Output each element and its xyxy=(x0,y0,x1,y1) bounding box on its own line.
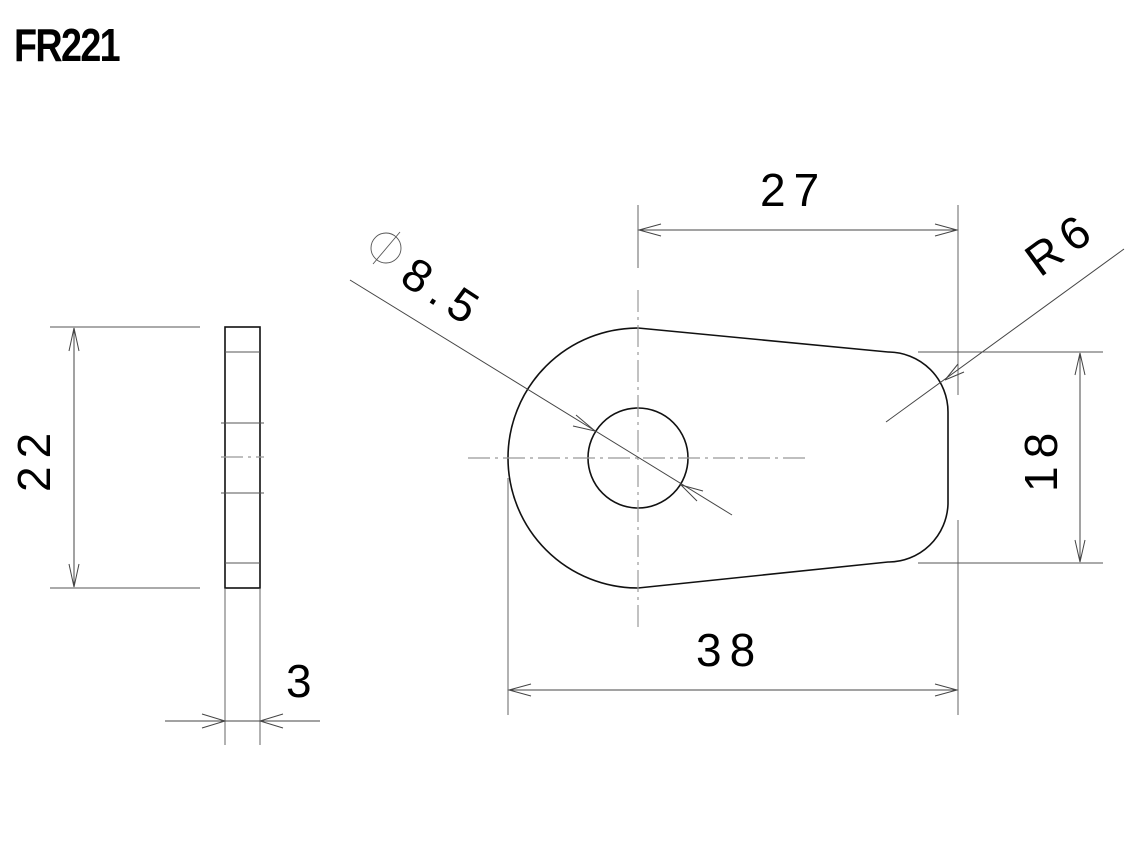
radius-leader-line xyxy=(885,248,1125,423)
arrowhead-icon xyxy=(637,223,662,237)
arrowhead-icon xyxy=(934,683,959,697)
front-view: 8.5 27 R6 18 38 xyxy=(349,164,1125,715)
arrowhead-icon xyxy=(258,713,284,729)
dimension-label-27: 27 xyxy=(760,164,827,216)
arrowhead-icon xyxy=(934,223,959,237)
arrowhead-icon xyxy=(201,713,227,729)
side-view: 22 3 xyxy=(8,326,320,745)
arrowhead-icon xyxy=(679,484,704,502)
dimension-label-radius: R6 xyxy=(1015,200,1106,286)
arrowhead-icon xyxy=(68,327,80,352)
arrowhead-icon xyxy=(507,683,532,697)
dimension-label-38: 38 xyxy=(696,624,763,676)
part-outline xyxy=(507,327,949,589)
arrowhead-icon xyxy=(1074,539,1086,563)
arrowhead-icon xyxy=(1074,352,1086,376)
arrowhead-icon xyxy=(68,563,80,588)
dimension-label-18: 18 xyxy=(1015,425,1067,492)
arrowhead-icon xyxy=(572,414,596,432)
dimension-label-height: 22 xyxy=(8,425,60,492)
diameter-symbol-icon xyxy=(370,231,402,265)
dimension-label-hole-diameter: 8.5 xyxy=(393,247,495,339)
dimension-label-thickness: 3 xyxy=(286,655,320,707)
diameter-leader-line xyxy=(349,279,733,516)
arrowhead-icon xyxy=(944,363,965,381)
part-number-title: FR221 xyxy=(14,19,121,71)
